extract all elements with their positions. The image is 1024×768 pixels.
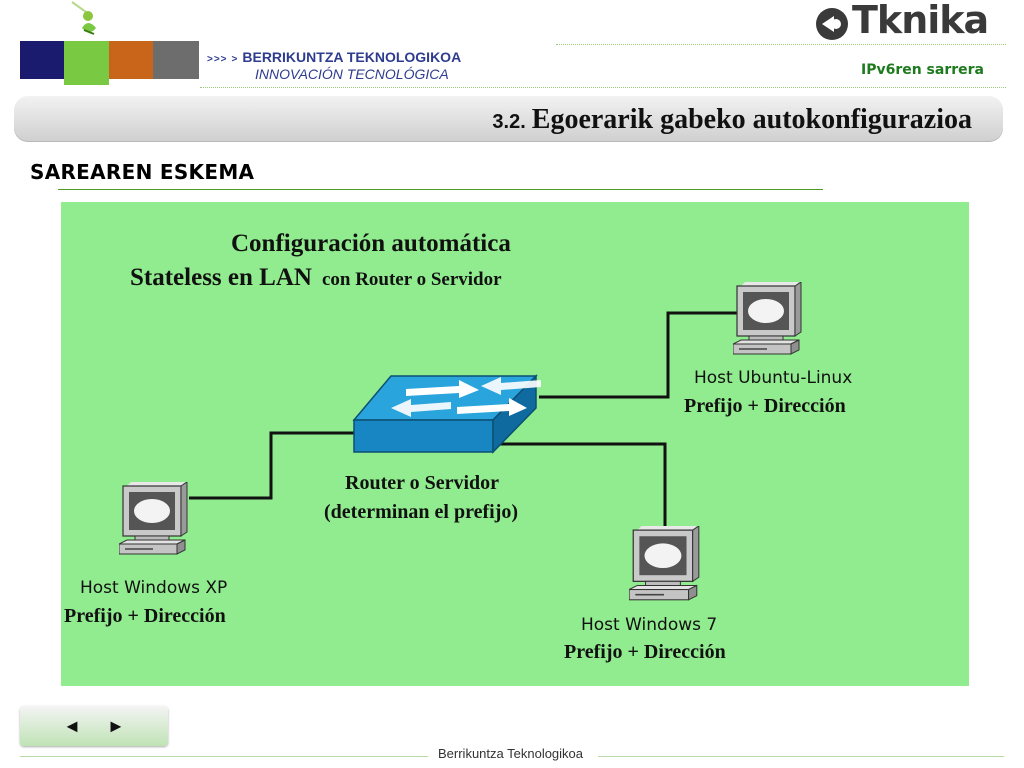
slide-title: 3.2.Egoerarik gabeko autokonfigurazioa <box>492 104 972 136</box>
brand-logo: Tknika <box>812 0 1002 46</box>
header-block-orange <box>109 41 153 79</box>
computer-winxp-icon <box>119 482 188 555</box>
tagline-line1: BERRIKUNTZA TEKNOLOGIKOA <box>242 49 462 65</box>
router-switch-icon <box>352 374 541 454</box>
section-rule <box>58 189 823 190</box>
next-slide-button[interactable]: ► <box>107 715 125 736</box>
diagram-title-line1: Configuración automática <box>231 230 511 257</box>
header-dotted-rule <box>556 44 1006 45</box>
network-diagram: Configuración automática Stateless en LA… <box>61 202 969 686</box>
cable-ubuntu <box>539 311 737 399</box>
footer-text: Berrikuntza Teknologikoa <box>438 746 584 761</box>
diagram-title-line2-main: Stateless en LAN <box>130 264 312 291</box>
footer-rule-right <box>598 756 1004 757</box>
prev-slide-button[interactable]: ◄ <box>63 715 81 736</box>
computer-win7-icon <box>629 526 700 601</box>
header-tagline: >>>>BERRIKUNTZA TEKNOLOGIKOA INNOVACIÓN … <box>207 50 461 82</box>
slide-title-text: Egoerarik gabeko autokonfigurazioa <box>531 104 972 135</box>
mascot-icon <box>71 1 96 35</box>
tagline-arrow: > <box>231 54 239 65</box>
header-block-gray <box>153 41 199 79</box>
footer-rule-left <box>20 756 428 757</box>
cable-win7 <box>499 442 667 528</box>
slide-navigation: ◄ ► <box>20 706 168 746</box>
brand-mark-icon <box>816 8 848 40</box>
header-block-navy <box>20 41 64 79</box>
diagram-title-line2-sub: con Router o Servidor <box>321 269 502 290</box>
computer-ubuntu-icon <box>733 282 802 355</box>
router-label-2: (determinan el prefijo) <box>324 501 519 523</box>
router-label-1: Router o Servidor <box>345 472 500 494</box>
host-winxp-detail: Prefijo + Dirección <box>64 605 226 627</box>
cable-winxp <box>189 431 354 500</box>
tagline-arrows: >>> <box>207 54 228 65</box>
host-win7-name: Host Windows 7 <box>581 615 718 635</box>
diagram-title-line2: Stateless en LAN con Router o Servidor <box>130 264 502 292</box>
section-title: SAREAREN ESKEMA <box>30 160 255 184</box>
brand-name: Tknika <box>852 0 989 42</box>
header-block-green <box>64 41 109 85</box>
header-subtitle: IPv6ren sarrera <box>860 62 984 78</box>
host-win7-detail: Prefijo + Dirección <box>564 641 726 663</box>
tagline-line2: INNOVACIÓN TECNOLÓGICA <box>255 66 449 82</box>
diagram-canvas <box>119 282 802 601</box>
host-ubuntu-name: Host Ubuntu-Linux <box>694 368 853 388</box>
title-bar <box>14 96 1003 142</box>
host-winxp-name: Host Windows XP <box>80 578 228 598</box>
header-dotted-rule-lower <box>200 87 1006 88</box>
host-ubuntu-detail: Prefijo + Dirección <box>684 395 846 417</box>
slide-number: 3.2. <box>492 111 526 133</box>
